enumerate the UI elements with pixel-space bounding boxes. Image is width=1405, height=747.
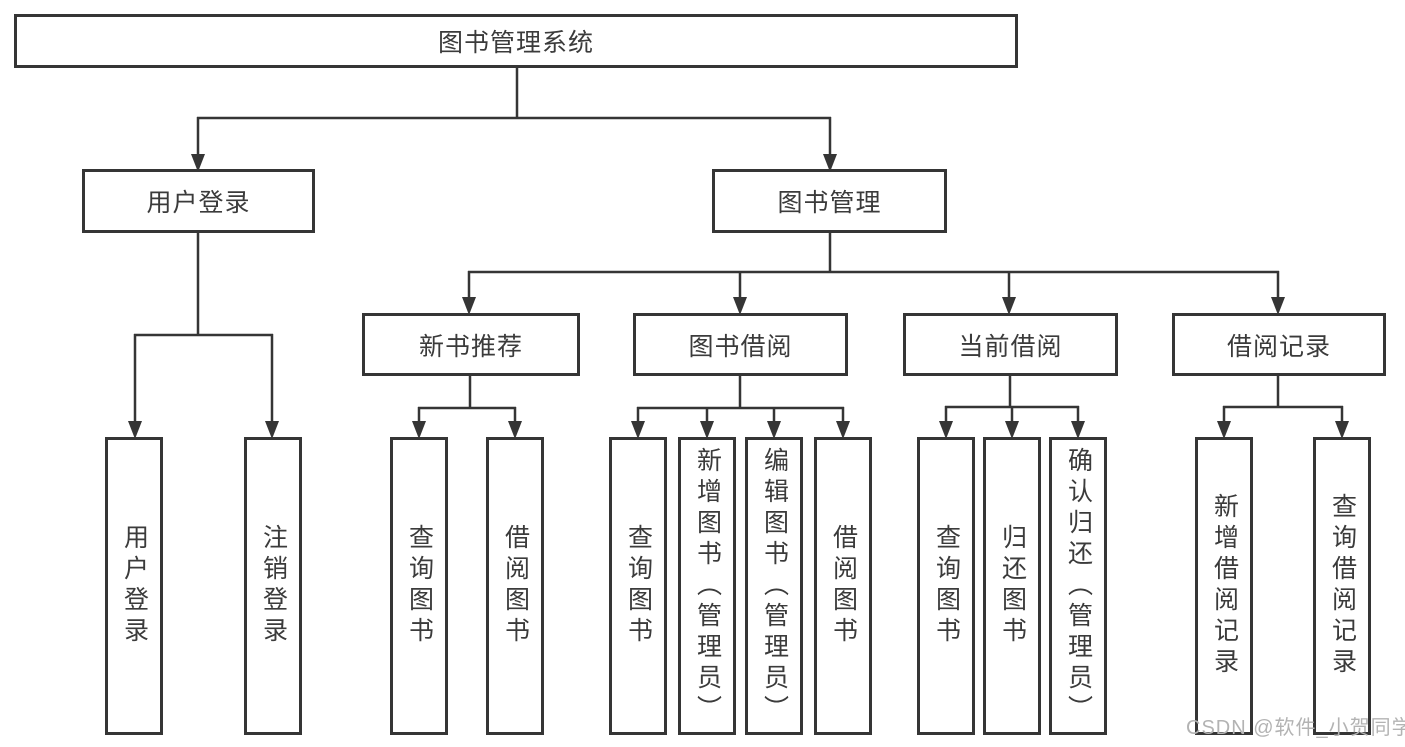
node-current-borrow: 当前借阅 [903, 313, 1118, 376]
leaf-user-login: 用户登录 [105, 437, 163, 735]
leaf-current-query-books: 查询图书 [917, 437, 975, 735]
node-book-management: 图书管理 [712, 169, 947, 233]
leaf-recommend-query-books: 查询图书 [390, 437, 448, 735]
node-book-borrow: 图书借阅 [633, 313, 848, 376]
csdn-watermark: CSDN @软件_小贺同学 [1186, 717, 1405, 739]
leaf-current-confirm-return-admin: 确认归还（管理员） [1049, 437, 1107, 735]
leaf-records-query-record: 查询借阅记录 [1313, 437, 1371, 735]
leaf-recommend-borrow-books: 借阅图书 [486, 437, 544, 735]
leaf-current-return-books: 归还图书 [983, 437, 1041, 735]
node-root: 图书管理系统 [14, 14, 1018, 68]
node-user-login: 用户登录 [82, 169, 315, 233]
leaf-borrow-add-books-admin: 新增图书（管理员） [678, 437, 736, 735]
leaf-borrow-borrow-books: 借阅图书 [814, 437, 872, 735]
leaf-records-add-record: 新增借阅记录 [1195, 437, 1253, 735]
node-borrow-records: 借阅记录 [1172, 313, 1386, 376]
node-new-book-recommend: 新书推荐 [362, 313, 580, 376]
leaf-borrow-query-books: 查询图书 [609, 437, 667, 735]
leaf-borrow-edit-books-admin: 编辑图书（管理员） [745, 437, 803, 735]
leaf-logout: 注销登录 [244, 437, 302, 735]
